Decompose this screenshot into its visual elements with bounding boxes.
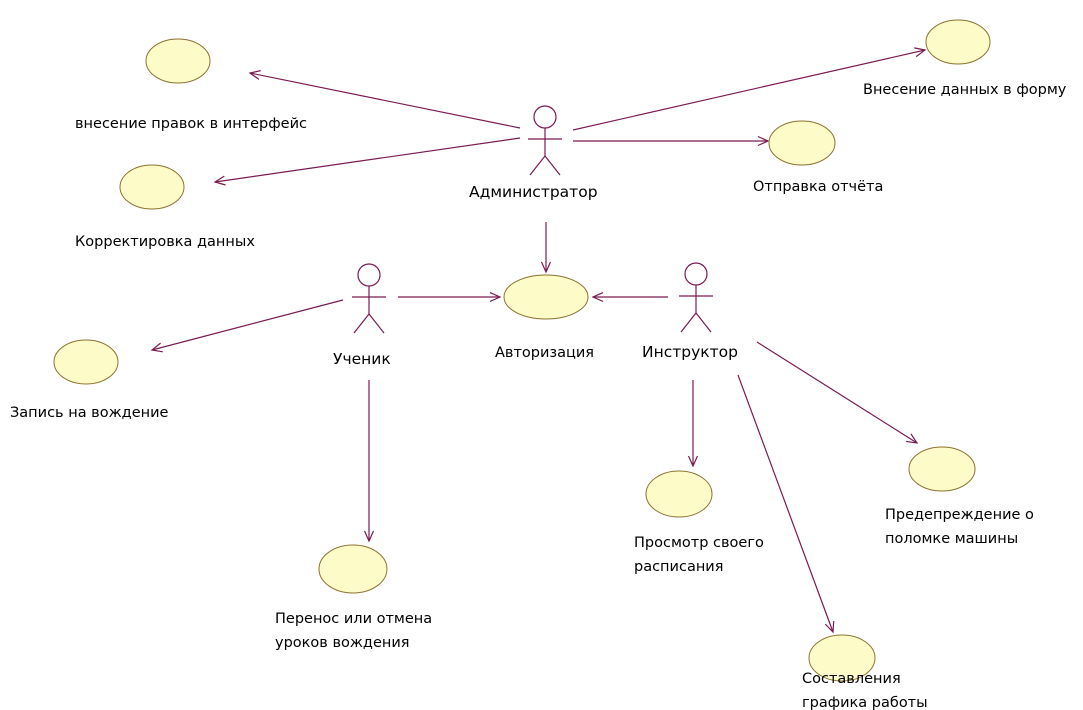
actor-left-leg	[353, 313, 370, 334]
use-case-label: Корректировка данных	[75, 234, 255, 250]
use-case-label: Просмотр своего	[634, 535, 764, 551]
actor-student[interactable]	[352, 263, 386, 334]
use-case-form[interactable]	[925, 19, 991, 65]
use-case-label: Предепреждение о	[885, 507, 1034, 523]
use-case-label: Запись на вождение	[10, 405, 169, 421]
association-admin-to-uc-report	[573, 135, 770, 147]
use-case-label: Отправка отчёта	[753, 179, 883, 195]
associations-layer	[150, 47, 927, 634]
association-admin-to-uc-interface	[248, 70, 521, 129]
actor-left-leg	[680, 312, 697, 333]
use-case-breakdown[interactable]	[908, 446, 976, 492]
arrowhead	[213, 175, 226, 186]
use-case-label: внесение правок в интерфейс	[75, 116, 307, 132]
association-admin-to-uc-auth	[540, 222, 552, 274]
use-cases-layer	[53, 19, 991, 682]
association-student-to-uc-reschedule	[363, 380, 375, 543]
arrowhead	[363, 530, 375, 543]
use-case-auth[interactable]	[503, 274, 589, 320]
arrowhead	[687, 455, 699, 468]
use-case-label: графика работы	[802, 695, 928, 710]
use-case-booking[interactable]	[53, 339, 119, 385]
association-admin-to-uc-correct	[213, 137, 521, 186]
use-case-workplan[interactable]	[808, 634, 876, 682]
use-case-label: расписания	[634, 559, 723, 575]
arrowhead	[489, 291, 502, 303]
actor-right-leg	[695, 312, 712, 333]
use-case-label: Авторизация	[495, 345, 594, 361]
labels-layer: внесение правок в интерфейсКорректировка…	[10, 82, 1067, 710]
use-case-label: поломке машины	[885, 531, 1018, 547]
arrowhead	[150, 342, 163, 353]
arrowhead	[591, 291, 604, 303]
association-instructor-to-uc-workplan	[737, 374, 835, 634]
arrowhead	[757, 135, 770, 147]
actor-head	[357, 263, 381, 287]
association-student-to-uc-booking	[150, 299, 344, 353]
actor-right-leg	[544, 155, 561, 176]
use-case-report[interactable]	[768, 120, 836, 166]
use-case-label: уроков вождения	[275, 635, 410, 651]
use-case-label: Составления	[802, 671, 901, 687]
actor-name: Администратор	[469, 183, 598, 201]
association-instructor-to-uc-schedule	[687, 380, 699, 468]
arrowhead	[906, 433, 919, 444]
association-student-to-uc-auth	[398, 291, 502, 303]
use-case-interface[interactable]	[145, 38, 211, 84]
arrowhead	[248, 70, 261, 80]
use-case-correct[interactable]	[119, 164, 185, 210]
use-case-schedule[interactable]	[645, 470, 713, 518]
actor-head	[684, 262, 708, 286]
arrowhead	[914, 47, 927, 58]
actor-head	[533, 105, 557, 129]
actor-name: Ученик	[333, 350, 391, 368]
arrowhead	[540, 261, 552, 274]
use-case-reschedule[interactable]	[318, 544, 388, 594]
actor-instructor[interactable]	[679, 262, 713, 333]
arrowhead	[824, 620, 835, 634]
actor-right-leg	[368, 313, 385, 334]
use-case-label: Внесение данных в форму	[863, 82, 1067, 98]
actor-admin[interactable]	[528, 105, 562, 176]
association-instructor-to-uc-breakdown	[756, 341, 919, 444]
association-admin-to-uc-form	[572, 47, 927, 131]
actors-layer	[352, 105, 713, 334]
actor-name: Инструктор	[642, 343, 738, 361]
association-instructor-to-uc-auth	[591, 291, 668, 303]
use-case-label: Перенос или отмена	[275, 611, 432, 627]
actor-left-leg	[529, 155, 546, 176]
